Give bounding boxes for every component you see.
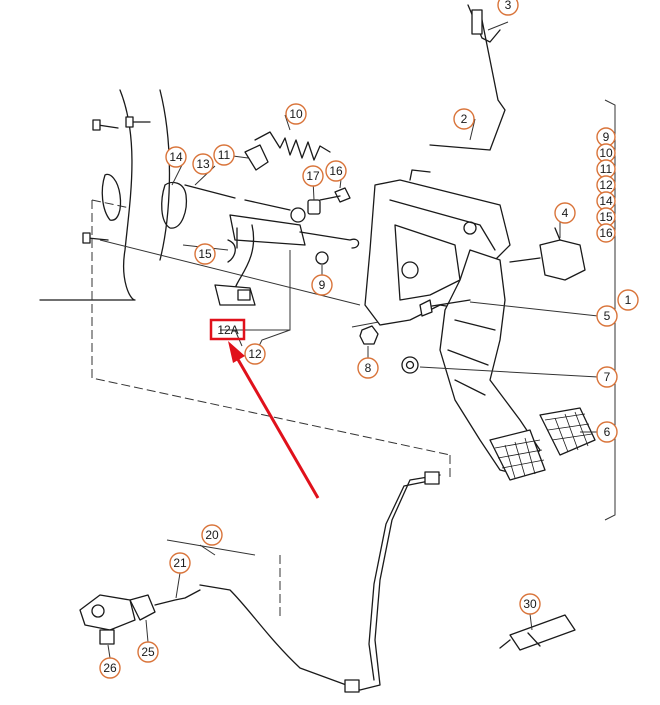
callout-21: 21 — [169, 552, 191, 574]
svg-text:9: 9 — [319, 278, 326, 292]
hydraulic-pipe — [199, 471, 441, 693]
nut-9 — [315, 251, 329, 265]
callout-30: 30 — [519, 593, 541, 615]
highlight-12a: 12A — [209, 318, 246, 341]
clip-11 — [244, 144, 269, 171]
svg-text:16: 16 — [599, 226, 613, 240]
svg-text:13: 13 — [196, 157, 210, 171]
pedal-pad — [489, 429, 546, 481]
svg-text:12A: 12A — [217, 323, 238, 337]
callout-3: 3 — [497, 0, 519, 16]
svg-text:1: 1 — [625, 293, 632, 307]
clutch-pedal-arm — [439, 249, 546, 481]
master-cylinder — [229, 199, 360, 291]
svg-text:16: 16 — [329, 164, 343, 178]
callout-14b: 14 — [596, 191, 616, 211]
svg-text:21: 21 — [173, 556, 187, 570]
pin-13 — [184, 184, 236, 199]
svg-text:7: 7 — [604, 370, 611, 384]
svg-text:14: 14 — [169, 150, 183, 164]
callout-13: 13 — [192, 153, 214, 175]
svg-text:26: 26 — [103, 661, 117, 675]
svg-text:2: 2 — [461, 112, 468, 126]
svg-text:3: 3 — [505, 0, 512, 12]
callout-20: 20 — [201, 524, 223, 546]
callout-10b: 10 — [596, 143, 616, 163]
firewall-cutout — [101, 173, 122, 221]
nut-8 — [359, 325, 379, 345]
slave-connector — [79, 589, 201, 645]
svg-text:11: 11 — [218, 148, 231, 162]
boundary-dashed-lower — [279, 455, 451, 620]
boundary-dashed — [91, 200, 451, 456]
callout-12: 12 — [244, 343, 266, 365]
svg-text:11: 11 — [600, 162, 613, 176]
pedal-pad-spare — [539, 407, 596, 456]
callout-4: 4 — [554, 202, 576, 224]
callout-10: 10 — [285, 103, 307, 125]
svg-text:12: 12 — [599, 178, 613, 192]
callout-7: 7 — [596, 366, 618, 388]
callout-11b: 11 — [596, 159, 616, 179]
return-spring — [254, 131, 331, 161]
callout-26: 26 — [99, 657, 121, 679]
nut-7 — [401, 356, 419, 374]
callout-8: 8 — [357, 357, 379, 379]
boundary-lines — [99, 239, 401, 331]
callout-17: 17 — [302, 165, 324, 187]
callout-6: 6 — [596, 421, 618, 443]
callout-16: 16 — [325, 160, 347, 182]
leader-lines — [107, 21, 599, 659]
position-sensor — [509, 227, 586, 281]
callout-9: 9 — [311, 274, 333, 296]
svg-text:4: 4 — [562, 206, 569, 220]
callout-15: 15 — [194, 243, 216, 265]
svg-text:15: 15 — [599, 210, 613, 224]
callout-11: 11 — [213, 144, 235, 166]
svg-text:14: 14 — [599, 194, 613, 208]
callout-2: 2 — [453, 108, 475, 130]
callout-1: 1 — [617, 289, 639, 311]
callout-16b: 16 — [596, 223, 616, 243]
bolt-16 — [319, 187, 351, 203]
svg-text:9: 9 — [603, 130, 610, 144]
grease-tube — [499, 614, 576, 651]
screws-top-left — [82, 116, 151, 244]
svg-text:8: 8 — [365, 361, 372, 375]
svg-text:10: 10 — [289, 107, 303, 121]
boundary-dashed-upper — [91, 199, 131, 209]
callout-12b: 12 — [596, 175, 616, 195]
svg-text:10: 10 — [599, 146, 613, 160]
bolt-5 — [419, 299, 471, 317]
seal-14 — [161, 181, 188, 229]
svg-text:15: 15 — [198, 247, 212, 261]
callout-5: 5 — [596, 305, 618, 327]
callout-14: 14 — [165, 146, 187, 168]
svg-text:12: 12 — [248, 347, 262, 361]
bush-17 — [307, 199, 321, 215]
bracket-2 — [429, 4, 506, 151]
clutch-switch-12a — [214, 284, 256, 306]
svg-text:6: 6 — [604, 425, 611, 439]
clip-15 — [227, 239, 236, 263]
svg-text:5: 5 — [604, 309, 611, 323]
svg-text:25: 25 — [141, 645, 155, 659]
svg-text:17: 17 — [306, 169, 320, 183]
callout-25: 25 — [137, 641, 159, 663]
svg-text:30: 30 — [523, 597, 537, 611]
svg-text:20: 20 — [205, 528, 219, 542]
highlight-arrow — [228, 341, 320, 499]
